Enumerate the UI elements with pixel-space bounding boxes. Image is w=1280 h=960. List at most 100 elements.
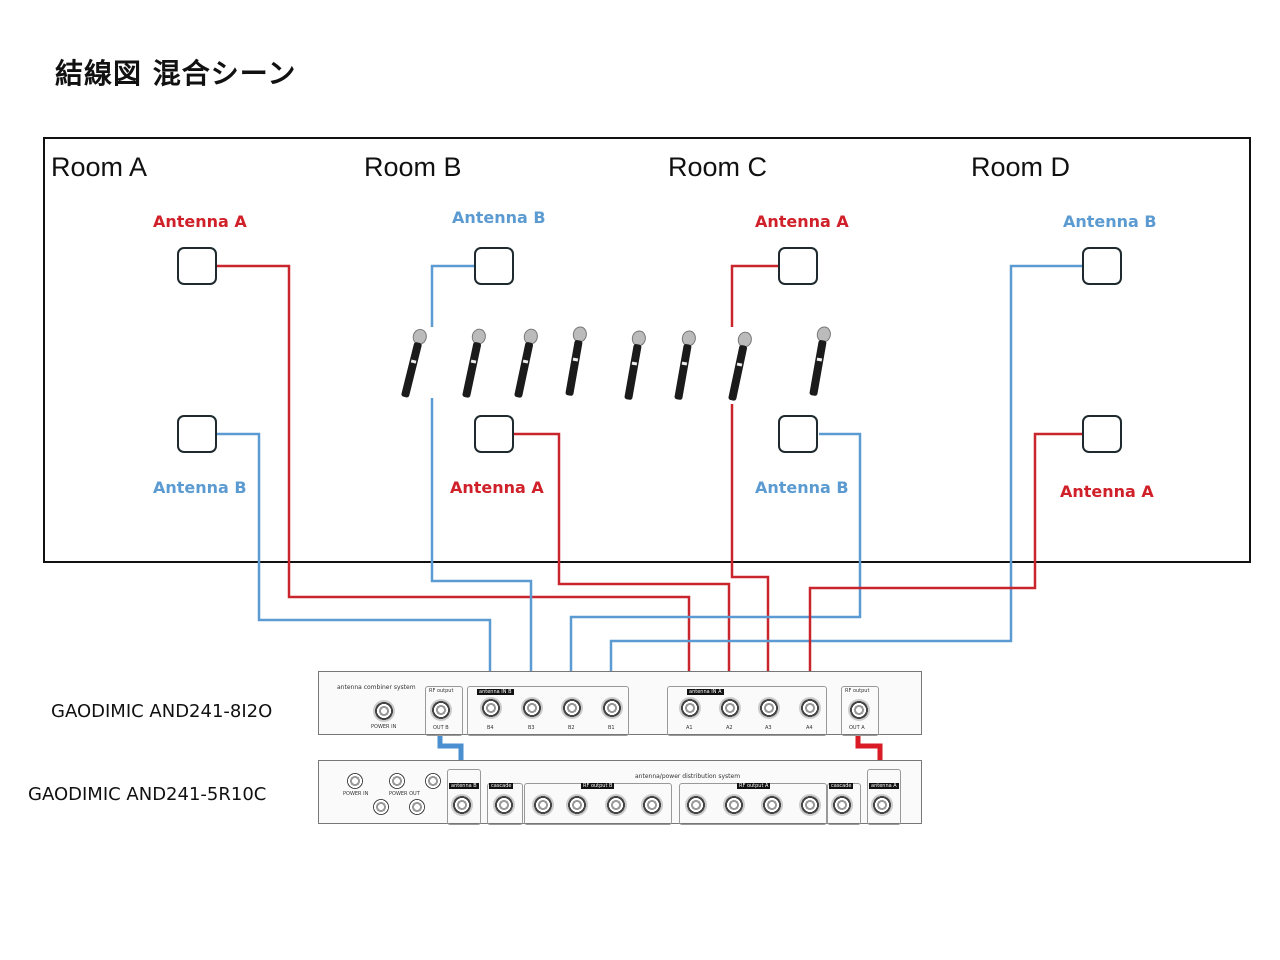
distributor-power-out-port-4[interactable]	[409, 799, 425, 815]
cable-room-d-antenna-b	[609, 264, 1082, 707]
distributor-power-out-port-1[interactable]	[389, 773, 405, 789]
cable-room-a-antenna-a	[217, 264, 691, 707]
combiner-bank-a-panel	[667, 686, 827, 736]
distributor-rf-a-port-1[interactable]	[685, 794, 707, 816]
combiner-bank-a-title: antenna IN A	[687, 689, 724, 695]
combiner-label: GAODIMIC AND241-8I2O	[51, 701, 273, 722]
distributor-antenna-a-panel	[867, 769, 901, 825]
cable-room-c-antenna-a-lower	[730, 404, 770, 707]
room-label-c: Room C	[668, 152, 768, 182]
port-label-a2: A2	[726, 725, 733, 731]
antenna-room-d-a[interactable]	[1082, 415, 1122, 453]
combiner-power-in-label: POWER IN	[371, 724, 397, 730]
port-label-a1: A1	[686, 725, 693, 731]
combiner-rf-output-b-panel	[425, 686, 463, 736]
microphone-icon	[397, 327, 430, 401]
combiner-power-in-port[interactable]	[373, 700, 395, 722]
cable-room-a-antenna-b	[217, 432, 492, 707]
combiner-port-b3[interactable]	[521, 697, 543, 719]
combiner-port-a3[interactable]	[758, 697, 780, 719]
distributor-power-out-label: POWER OUT	[389, 791, 420, 797]
distributor-power-in-port[interactable]	[347, 773, 363, 789]
combiner-port-a2[interactable]	[719, 697, 741, 719]
port-label-b1: B1	[608, 725, 615, 731]
combiner-bank-b-title: antenna IN B	[477, 689, 514, 695]
distributor-power-in-label: POWER IN	[343, 791, 369, 797]
combiner-rf-output-b-label: RF output	[429, 688, 454, 694]
distributor-label: GAODIMIC AND241-5R10C	[28, 784, 267, 805]
port-label-a4: A4	[806, 725, 813, 731]
antenna-room-c-a[interactable]	[778, 247, 818, 285]
antenna-room-d-b[interactable]	[1082, 247, 1122, 285]
combiner-out-b-label: OUT B	[433, 725, 449, 731]
distributor-cascade-b-port[interactable]	[493, 794, 515, 816]
antenna-label-room-c-bottom: Antenna B	[755, 478, 849, 497]
rooms-frame	[43, 137, 1251, 563]
distributor-rf-output-b-label: RF output B	[581, 783, 615, 789]
cable-room-b-antenna-a	[514, 432, 731, 707]
distributor-antenna-b-port[interactable]	[451, 794, 473, 816]
distributor-rf-a-port-3[interactable]	[761, 794, 783, 816]
combiner-port-a4[interactable]	[799, 697, 821, 719]
antenna-room-c-b[interactable]	[778, 415, 818, 453]
cable-room-b-antenna-b-lower	[430, 398, 533, 707]
distributor-rf-a-port-4[interactable]	[799, 794, 821, 816]
room-label-a: Room A	[51, 152, 148, 182]
combiner-out-b-port[interactable]	[430, 699, 452, 721]
antenna-label-room-b-bottom: Antenna A	[450, 478, 544, 497]
distributor-rf-b-port-1[interactable]	[532, 794, 554, 816]
antenna-room-b-a[interactable]	[474, 415, 514, 453]
microphone-icon	[510, 327, 541, 401]
port-label-a3: A3	[765, 725, 772, 731]
combiner-port-b1[interactable]	[601, 697, 623, 719]
microphone-icon	[670, 329, 698, 403]
port-label-b3: B3	[528, 725, 535, 731]
microphone-icon	[620, 329, 648, 403]
cable-room-c-antenna-b	[569, 432, 862, 707]
antenna-label-room-a-bottom: Antenna B	[153, 478, 247, 497]
page-title: 結線図 混合シーン	[55, 57, 297, 90]
combiner-port-b4[interactable]	[480, 697, 502, 719]
combiner-rf-output-a-label: RF output	[845, 688, 870, 694]
combiner-bank-b-panel	[467, 686, 629, 736]
microphone-icon	[458, 327, 489, 401]
antenna-label-room-d-bottom: Antenna A	[1060, 482, 1154, 501]
room-label-b: Room B	[364, 152, 462, 182]
combiner-out-a-label: OUT A	[849, 725, 865, 731]
distributor-antenna-a-port[interactable]	[871, 794, 893, 816]
distributor-rf-b-port-3[interactable]	[605, 794, 627, 816]
distributor-power-out-port-2[interactable]	[425, 773, 441, 789]
distributor-antenna-a-label: antenna A	[869, 783, 899, 789]
distributor-power-out-port-3[interactable]	[373, 799, 389, 815]
room-label-d: Room D	[971, 152, 1071, 182]
distributor-cascade-a-port[interactable]	[831, 794, 853, 816]
antenna-room-a-a[interactable]	[177, 247, 217, 285]
distributor-rf-b-port-2[interactable]	[566, 794, 588, 816]
distributor-rf-b-port-4[interactable]	[641, 794, 663, 816]
antenna-label-room-b-top: Antenna B	[452, 208, 546, 227]
antenna-room-b-b[interactable]	[474, 247, 514, 285]
combiner-system-name: antenna combiner system	[337, 684, 416, 691]
microphone-icon	[561, 325, 589, 399]
antenna-label-room-a-top: Antenna A	[153, 212, 247, 231]
distributor-cascade-a-label: cascade	[829, 783, 854, 789]
microphone-icon	[724, 330, 755, 404]
combiner-out-a-port[interactable]	[848, 699, 870, 721]
distributor-cascade-b-label: cascade	[489, 783, 514, 789]
combiner-port-a1[interactable]	[679, 697, 701, 719]
combiner-unit: antenna combiner system POWER IN RF outp…	[318, 671, 922, 736]
distributor-antenna-b-label: antenna B	[449, 783, 479, 789]
distributor-rf-a-port-2[interactable]	[723, 794, 745, 816]
combiner-rf-output-a-panel	[841, 686, 879, 736]
distributor-antenna-b-panel	[447, 769, 481, 825]
cable-room-b-antenna-b	[430, 264, 474, 327]
antenna-label-room-c-top: Antenna A	[755, 212, 849, 231]
antenna-room-a-b[interactable]	[177, 415, 217, 453]
distributor-system-name: antenna/power distribution system	[635, 773, 741, 780]
combiner-port-b2[interactable]	[561, 697, 583, 719]
port-label-b4: B4	[487, 725, 494, 731]
port-label-b2: B2	[568, 725, 575, 731]
antenna-label-room-d-top: Antenna B	[1063, 212, 1157, 231]
cable-room-c-antenna-a	[730, 264, 778, 327]
